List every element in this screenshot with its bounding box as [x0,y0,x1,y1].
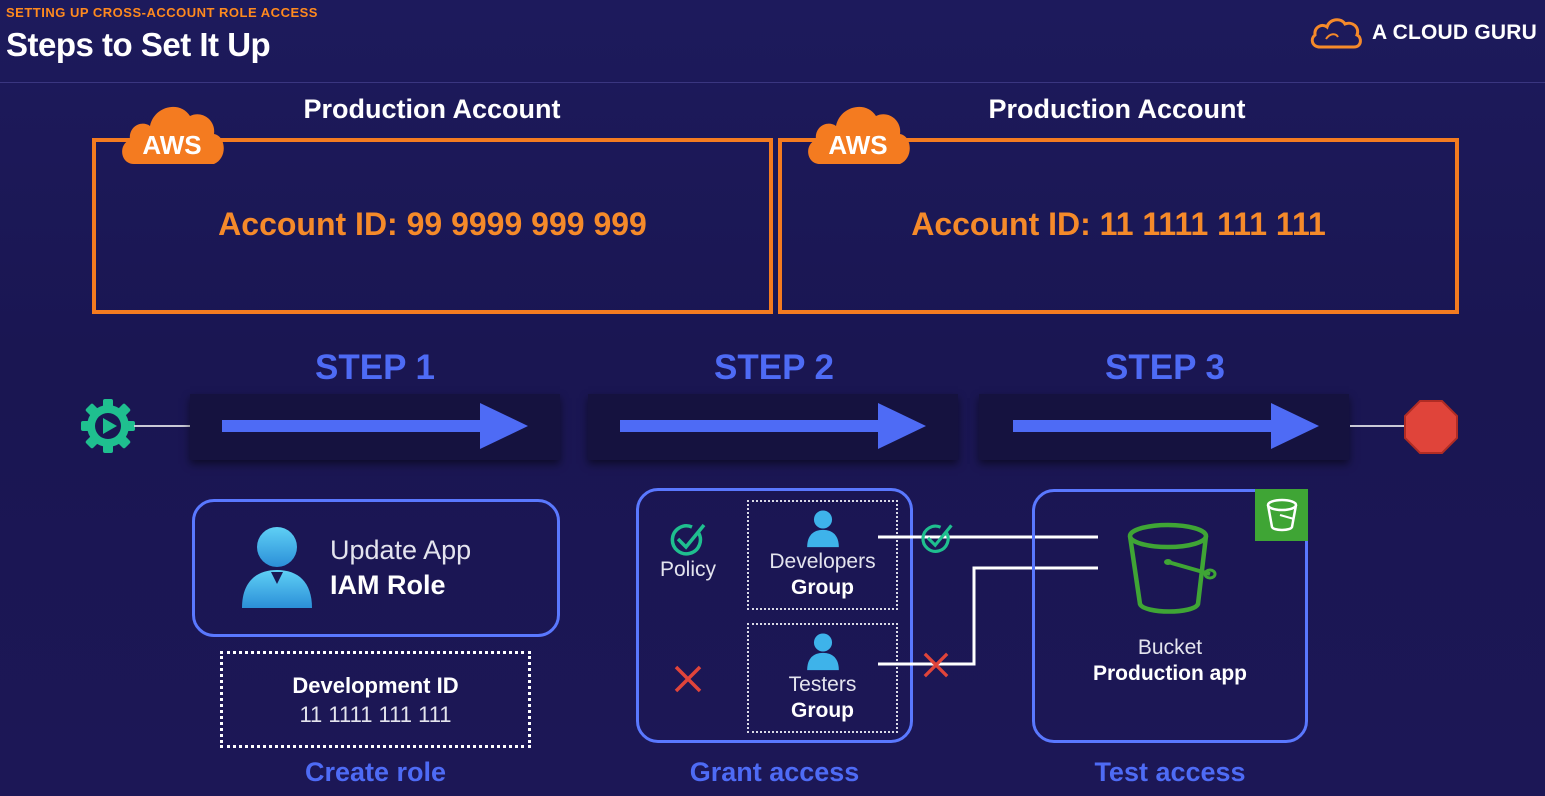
account-id-1: Account ID: 99 9999 999 999 [218,206,647,242]
development-id-box [220,651,531,748]
arrow-right-icon [620,403,926,449]
bucket-label-line1: Bucket [1137,636,1203,659]
testers-group-line1: Testers [788,673,857,696]
account-title-2: Production Account [988,94,1246,124]
start-connector [134,425,192,427]
brand-name: A CLOUD GURU [1372,21,1537,44]
development-id-value: 11 1111 111 111 [299,702,452,727]
header-divider [0,82,1545,83]
user-icon [242,527,312,608]
access-lines [878,535,1098,666]
gear-play-icon [81,399,135,453]
s3-service-badge [1255,489,1308,541]
step-2-label: STEP 2 [714,348,834,387]
arrow-right-icon [222,403,528,449]
step-1-label: STEP 1 [315,348,435,387]
step-3-caption: Test access [1094,757,1246,787]
slide-title: Steps to Set It Up [6,26,271,63]
testers-group-line2: Group [791,699,854,722]
testers-group-box [747,623,898,733]
developers-group-line2: Group [791,576,854,599]
arrow-right-icon [1013,403,1319,449]
step-2-caption: Grant access [689,757,860,787]
account-title-1: Production Account [303,94,561,124]
check-circle-icon [670,523,706,556]
check-circle-icon [921,524,953,553]
step-1-caption: Create role [304,757,447,787]
policy-label: Policy [659,558,717,581]
x-mark-icon [923,652,949,678]
aws-badge-text-2: AWS [828,130,887,160]
end-connector [1350,425,1408,427]
s3-bucket-icon [1266,498,1298,532]
user-icon [807,510,839,548]
s3-bucket-icon [1127,522,1217,614]
account-id-2: Account ID: 11 1111 111 111 [911,206,1326,242]
cloud-guru-logo-icon [1310,18,1362,49]
grant-access-card [636,488,913,743]
aws-badge-text-1: AWS [142,130,201,160]
aws-cloud-icon: AWS [122,106,224,164]
developers-group-box [747,500,898,610]
iam-role-card [192,499,560,637]
stop-sign-icon [1404,400,1458,454]
role-name-line1: Update App [330,535,472,565]
development-id-label: Development ID [292,673,459,698]
slide-subtitle: SETTING UP CROSS-ACCOUNT ROLE ACCESS [6,5,318,20]
bucket-card [1032,489,1308,743]
x-mark-icon [674,665,702,693]
aws-cloud-icon: AWS [808,106,910,164]
role-name-line2: IAM Role [330,570,446,600]
developers-group-line1: Developers [769,550,876,573]
account-box-2 [778,138,1459,314]
step-3-label: STEP 3 [1105,348,1225,387]
user-icon [807,633,839,671]
account-box-1 [92,138,773,314]
bucket-label-line2: Production app [1093,662,1247,685]
